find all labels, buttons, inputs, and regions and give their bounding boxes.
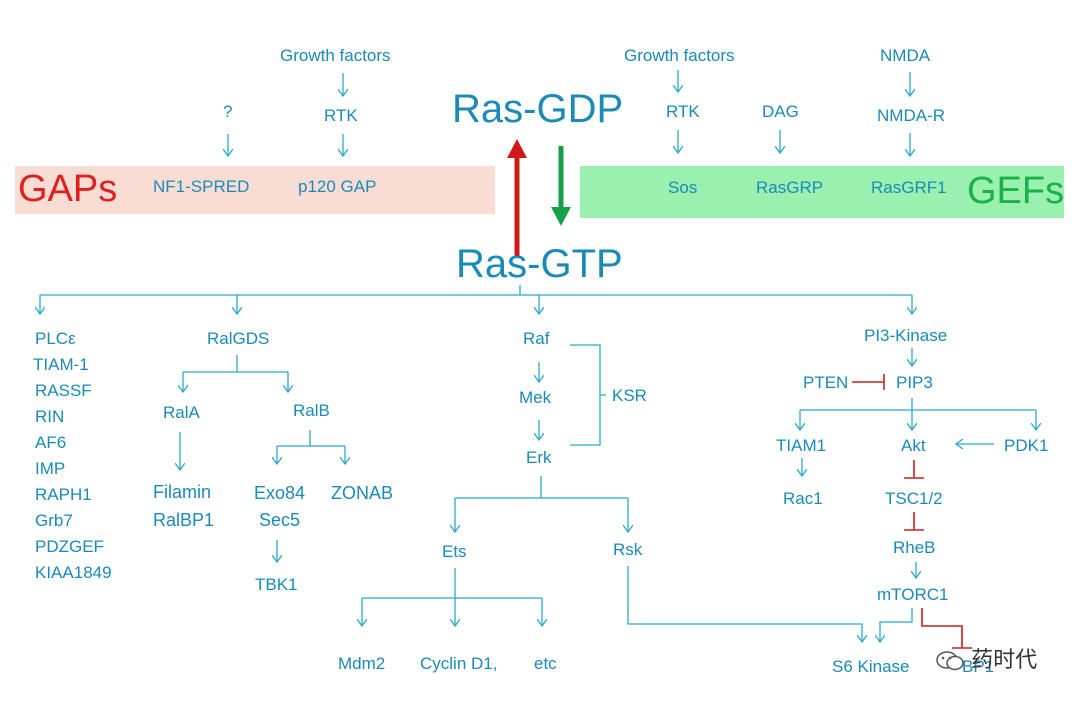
mdm2-label: Mdm2	[338, 654, 386, 673]
etc-label: etc	[534, 654, 557, 673]
tbk1-label: TBK1	[255, 575, 298, 594]
effector-item: IMP	[35, 459, 66, 478]
arrow-mtorc1-s6k	[880, 608, 913, 642]
gaps-label: GAPs	[18, 168, 118, 210]
pip3-label: PIP3	[896, 373, 933, 392]
rsk-label: Rsk	[613, 540, 643, 559]
dag-label: DAG	[762, 102, 799, 121]
gefs-band	[580, 166, 1064, 218]
zonab-label: ZONAB	[331, 483, 394, 503]
filamin-label: Filamin	[153, 482, 212, 502]
wechat-icon	[935, 650, 965, 672]
erk-label: Erk	[526, 448, 552, 467]
arrow-rsk-s6k	[627, 566, 862, 642]
cyclin-d1-label: Cyclin D1,	[420, 654, 498, 673]
nmda-label: NMDA	[880, 46, 931, 65]
gefs-label: GEFs	[967, 170, 1065, 212]
growth-factors-right-label: Growth factors	[624, 46, 735, 65]
mek-label: Mek	[519, 388, 552, 407]
pten-label: PTEN	[803, 373, 849, 392]
sos-label: Sos	[668, 178, 698, 197]
effector-item: RAPH1	[35, 485, 92, 504]
bp1-label: BP1	[962, 657, 995, 676]
sec5-label: Sec5	[259, 510, 301, 530]
effector-item: PLCε	[35, 329, 76, 348]
p120-gap-label: p120 GAP	[298, 177, 377, 196]
watermark-text: 药时代	[971, 647, 1038, 672]
effector-item: Grb7	[35, 511, 73, 530]
effector-item: KIAA1849	[35, 563, 112, 582]
ksr-label: KSR	[612, 386, 647, 405]
rtk-left-label: RTK	[324, 106, 358, 125]
tsc12-label: TSC1/2	[885, 489, 943, 508]
ras-gtp-label: Ras-GTP	[456, 242, 623, 286]
gaps-band	[15, 166, 495, 214]
tiam1-label: TIAM1	[776, 436, 827, 455]
raf-label: Raf	[523, 329, 550, 348]
rtk-right-label: RTK	[666, 102, 700, 121]
inhibit-mtorc1-4ebp1	[921, 608, 963, 648]
watermark: 药时代	[935, 642, 1037, 674]
akt-label: Akt	[901, 436, 926, 455]
exo84-label: Exo84	[254, 483, 306, 503]
pdk1-label: PDK1	[1004, 436, 1049, 455]
gap-arrowhead	[507, 139, 527, 158]
unknown-input-label: ?	[223, 102, 233, 121]
growth-factors-left-label: Growth factors	[280, 46, 391, 65]
effector-item: RIN	[35, 407, 65, 426]
ralbp1-label: RalBP1	[153, 510, 215, 530]
ets-label: Ets	[442, 542, 467, 561]
rasgrp-label: RasGRP	[756, 178, 824, 197]
pi3-kinase-label: PI3-Kinase	[864, 326, 948, 345]
ksr-bracket	[570, 344, 601, 446]
ralgds-label: RalGDS	[207, 329, 270, 348]
effector-item: RASSF	[35, 381, 92, 400]
s6-kinase-label: S6 Kinase	[832, 657, 910, 676]
nmda-r-label: NMDA-R	[877, 106, 945, 125]
effector-item: PDZGEF	[35, 537, 104, 556]
gef-arrowhead	[551, 207, 571, 226]
effector-item: TIAM-1	[33, 355, 89, 374]
rasgrf1-label: RasGRF1	[871, 178, 947, 197]
rac1-label: Rac1	[783, 489, 823, 508]
ralb-label: RalB	[293, 401, 330, 420]
nf1-spred-label: NF1-SPRED	[153, 177, 250, 196]
mtorc1-label: mTORC1	[877, 585, 949, 604]
effector-item: AF6	[35, 433, 67, 452]
rala-label: RalA	[163, 403, 200, 422]
rheb-label: RheB	[893, 538, 936, 557]
ras-gdp-label: Ras-GDP	[452, 87, 624, 131]
